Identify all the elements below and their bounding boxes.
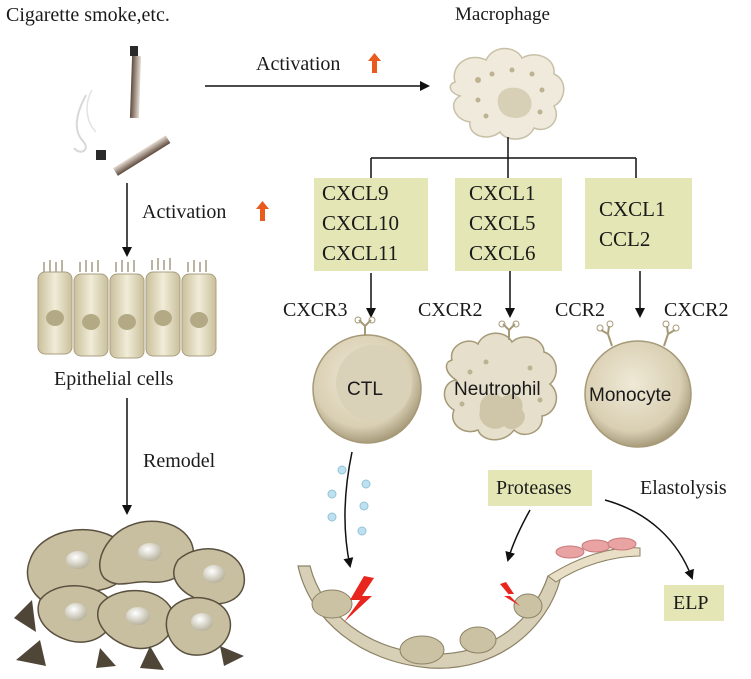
chemokine-label: CCL2 — [599, 227, 651, 251]
chemokine-label: CXCL9 — [322, 181, 389, 205]
neutrophil-cell — [443, 320, 558, 441]
chemokine-label: CXCL10 — [322, 211, 400, 235]
epithelial-cells-label: Epithelial cells — [54, 368, 174, 390]
remodeled-cells-illustration — [14, 520, 245, 670]
chemokine-label: CXCL1 — [469, 181, 536, 205]
chemokine-label: CXCL11 — [322, 241, 399, 265]
arrows — [122, 81, 694, 580]
remodel-label: Remodel — [143, 450, 216, 472]
macrophage-cell — [449, 47, 565, 140]
activation-label-right: Activation — [256, 53, 341, 75]
up-arrow-icon — [256, 201, 269, 221]
neutrophil-label: Neutrophil — [454, 379, 541, 400]
chemokine-box-ccl2: CXCL1 CCL2 — [585, 178, 692, 269]
receptor-cxcr2-neutrophil: CXCR2 — [418, 299, 483, 321]
chemokine-box-cxcl1: CXCL1 CXCL5 CXCL6 — [455, 178, 562, 271]
elp-box: ELP — [664, 585, 724, 621]
chemokine-box-cxcl9: CXCL9 CXCL10 CXCL11 — [314, 178, 428, 271]
epithelial-cells-illustration — [37, 258, 217, 359]
chemokine-label: CXCL5 — [469, 211, 536, 235]
source-label: Cigarette smoke,etc. — [6, 4, 170, 26]
elastolysis-label: Elastolysis — [640, 477, 727, 499]
receptor-ccr2: CCR2 — [555, 299, 606, 321]
up-arrow-icon — [368, 53, 381, 73]
proteases-box: Proteases — [488, 470, 592, 506]
receptor-cxcr3: CXCR3 — [283, 299, 348, 321]
ctl-cell — [312, 316, 422, 444]
cigarettes-illustration — [73, 46, 171, 176]
monocyte-cell — [584, 320, 692, 448]
ctl-label: CTL — [347, 379, 383, 400]
damage-bolt-icon — [344, 576, 520, 622]
monocyte-label: Monocyte — [589, 385, 672, 406]
alveolar-wall — [297, 537, 641, 669]
chemokine-label: CXCL1 — [599, 197, 666, 221]
granules — [327, 465, 371, 536]
proteases-label: Proteases — [496, 477, 572, 499]
activation-label-down: Activation — [142, 201, 227, 223]
chemokine-label: CXCL6 — [469, 241, 536, 265]
elp-label: ELP — [673, 592, 709, 614]
macrophage-label: Macrophage — [455, 4, 550, 25]
receptor-cxcr2-monocyte: CXCR2 — [664, 299, 729, 321]
